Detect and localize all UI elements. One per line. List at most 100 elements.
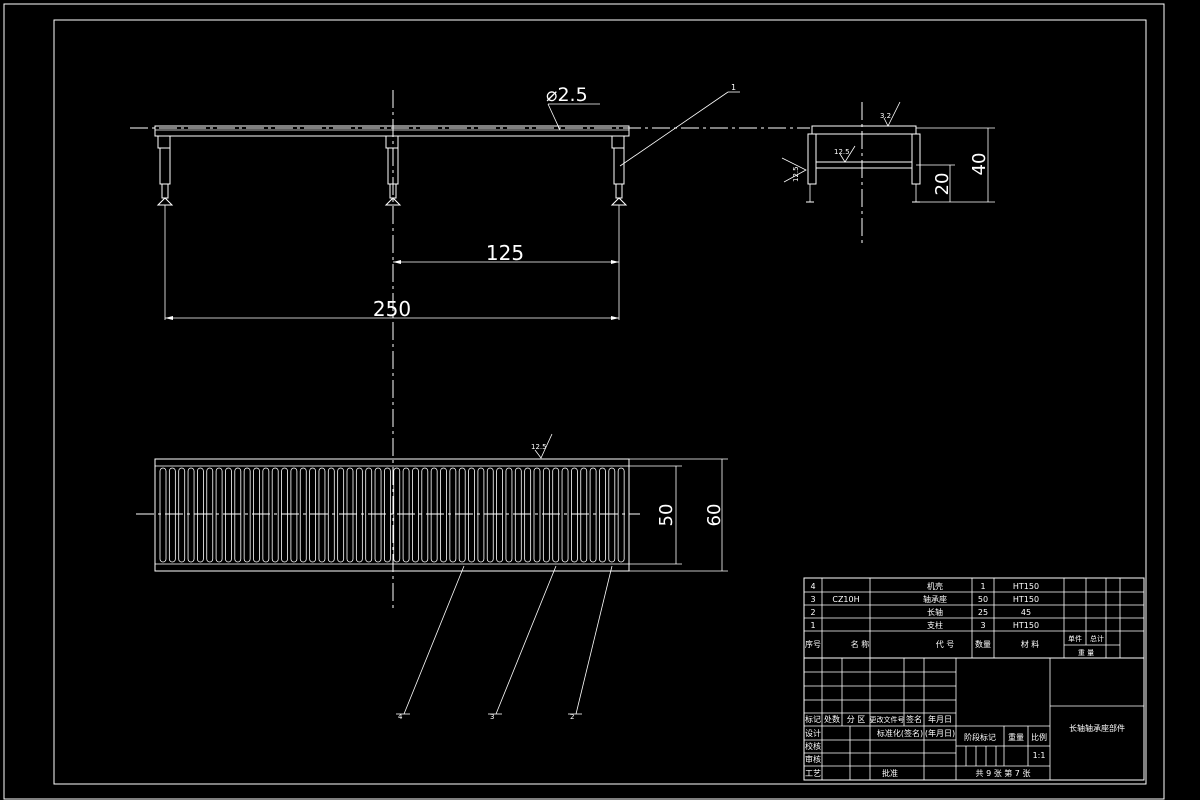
shaft <box>253 467 260 563</box>
shaft <box>262 467 270 563</box>
tb-mark: 标记 <box>805 714 821 724</box>
bom-seq: 1 <box>810 621 815 630</box>
svg-text:3.2: 3.2 <box>880 112 891 120</box>
shaft <box>383 467 391 563</box>
tb-sign: 签名 <box>906 714 922 724</box>
shaft <box>187 467 195 563</box>
side-leg-right <box>911 133 921 185</box>
shaft <box>599 467 606 563</box>
shaft-array <box>159 467 625 563</box>
callout-1: 1 <box>731 83 736 92</box>
shaft <box>449 467 457 563</box>
shaft <box>608 467 616 563</box>
shaft <box>542 467 550 563</box>
callout-2: 2 <box>570 713 574 721</box>
shaft <box>580 467 588 563</box>
tb-check: 校核 <box>805 741 821 751</box>
front-view: 125 250 ⌀2.5 1 <box>130 83 810 610</box>
shaft <box>355 467 363 563</box>
shaft <box>477 467 485 563</box>
callout-3: 3 <box>490 713 494 721</box>
shaft <box>524 467 532 563</box>
shaft <box>571 467 578 563</box>
shaft <box>533 467 541 563</box>
dim-20: 20 <box>932 173 953 196</box>
side-shaft <box>815 161 913 169</box>
tb-count: 处数 <box>824 714 840 724</box>
side-top-plate <box>811 125 917 135</box>
shaft <box>514 467 522 563</box>
title-block: 标记 处数 分 区 更改文件号 签名 年月日 设计 标准化(签名) (年月日) … <box>803 657 1145 781</box>
shaft <box>318 467 326 563</box>
bom-seq: 4 <box>810 582 815 591</box>
shaft <box>215 467 223 563</box>
bom-name: 长轴 <box>927 607 943 617</box>
svg-text:12.5: 12.5 <box>834 148 850 156</box>
bom-name: 轴承座 <box>923 594 947 604</box>
roughness-mark-4 <box>534 433 553 459</box>
tb-date: 年月日 <box>928 714 952 724</box>
side-leg-left <box>807 133 817 185</box>
shaft <box>271 467 279 563</box>
tb-doc: 更改文件号 <box>870 715 905 724</box>
leader-2 <box>575 565 613 715</box>
shaft <box>346 467 354 563</box>
bom-header-qty: 数量 <box>975 639 991 649</box>
shaft <box>196 467 204 563</box>
dim-diameter: ⌀2.5 <box>546 84 588 106</box>
support-post-left <box>156 135 174 320</box>
bom-material: 45 <box>1021 608 1031 617</box>
bom-material: HT150 <box>1013 582 1039 591</box>
bom-header-name: 名 称 <box>851 639 870 649</box>
shaft <box>505 467 513 563</box>
shaft <box>589 467 597 563</box>
tb-zone: 分 区 <box>847 715 866 724</box>
shaft <box>552 467 560 563</box>
svg-text:12.5: 12.5 <box>531 443 547 451</box>
bom-material: HT150 <box>1013 595 1039 604</box>
bom-name: 支柱 <box>927 620 943 630</box>
tb-weight: 重量 <box>1008 732 1024 742</box>
bom-qty: 1 <box>980 582 985 591</box>
dim-40: 40 <box>969 153 990 176</box>
shaft <box>496 467 504 563</box>
tb-sheets: 共 9 张 第 7 张 <box>976 768 1031 778</box>
bom-qty: 50 <box>978 595 988 604</box>
shaft <box>561 467 569 563</box>
shaft <box>168 467 176 563</box>
inner-frame <box>53 19 1147 785</box>
roughness-mark-3 <box>781 157 807 183</box>
shaft <box>206 467 214 563</box>
leader-1 <box>619 91 729 167</box>
shaft <box>374 467 382 563</box>
tb-craft: 工艺 <box>805 769 821 778</box>
shaft <box>234 467 242 563</box>
shaft <box>486 467 494 563</box>
shaft <box>430 467 438 563</box>
bom-seq: 3 <box>810 595 815 604</box>
shaft <box>327 467 335 563</box>
tb-review: 审核 <box>805 754 821 764</box>
shaft <box>337 467 345 563</box>
leader-4 <box>403 565 465 715</box>
shaft <box>159 467 167 563</box>
shaft <box>225 467 232 563</box>
tb-standard: 标准化(签名) <box>877 728 923 738</box>
dim-250: 250 <box>373 297 411 321</box>
shaft <box>243 467 251 563</box>
shaft <box>617 467 625 563</box>
bom-header-seq: 序号 <box>805 639 821 649</box>
shaft <box>412 467 419 563</box>
top-view: 50 60 12.5 4 3 2 <box>136 433 728 721</box>
roughness-mark-1 <box>883 101 901 127</box>
shaft <box>178 467 186 563</box>
tb-scale-value: 1:1 <box>1033 751 1046 760</box>
bom-qty: 3 <box>980 621 985 630</box>
bom-header-weight: 重 量 <box>1078 649 1094 657</box>
bom-header-unit: 单件 <box>1068 634 1082 643</box>
tb-drawing-title: 长轴轴承座部件 <box>1069 723 1125 733</box>
bom-header-total: 总计 <box>1090 634 1104 643</box>
svg-text:12.5: 12.5 <box>792 166 800 182</box>
shaft <box>440 467 447 563</box>
